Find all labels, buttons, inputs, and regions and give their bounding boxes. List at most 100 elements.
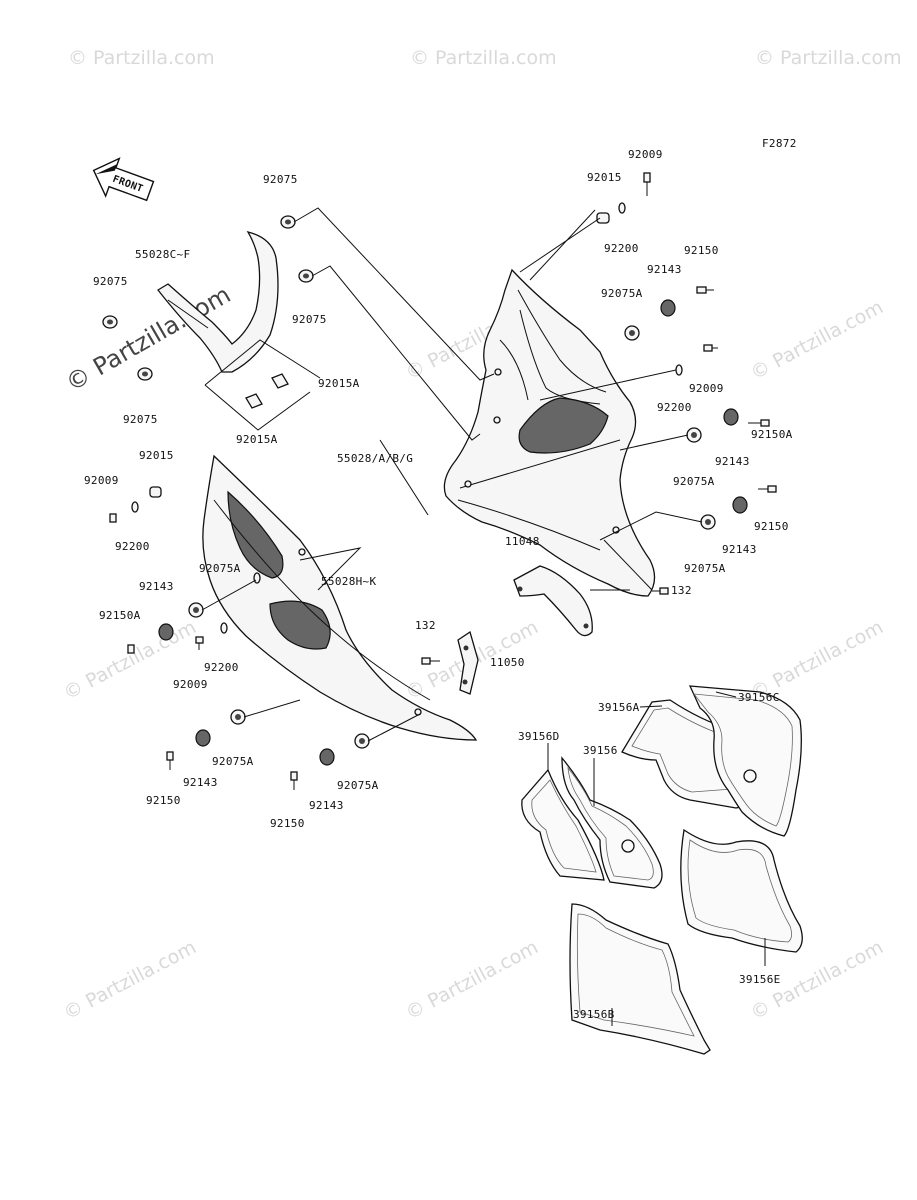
part-label: 92143 [309, 799, 344, 812]
screw-icon [166, 751, 174, 770]
part-label: 92075 [123, 413, 158, 426]
part-label: 92150 [684, 244, 719, 257]
bracket-11048 [513, 565, 593, 637]
screw-icon [758, 485, 777, 493]
washer-icon [131, 501, 139, 513]
nut-icon [195, 729, 211, 747]
part-label: 92143 [139, 580, 174, 593]
part-label: 92009 [173, 678, 208, 691]
part-label: 92143 [715, 455, 750, 468]
nut-icon [723, 408, 739, 426]
part-label: 132 [415, 619, 436, 632]
part-label: 92143 [722, 543, 757, 556]
watermark: © Partzilla.com [60, 616, 200, 704]
part-label: 92200 [657, 401, 692, 414]
part-label: 55028/A/B/G [337, 452, 413, 465]
figure-code: F2872 [762, 137, 797, 150]
lower-side-cover [202, 454, 478, 741]
front-arrow-icon: FRONT [92, 157, 155, 202]
nut-icon [319, 748, 335, 766]
nut-icon [732, 496, 748, 514]
part-label: 92075 [263, 173, 298, 186]
collar-icon [596, 212, 610, 224]
part-label: 132 [671, 584, 692, 597]
screw-icon [643, 172, 651, 196]
part-label: 11048 [505, 535, 540, 548]
nut-icon [660, 299, 676, 317]
inner-cover-upper [157, 230, 279, 373]
screw-icon [748, 419, 770, 427]
pad-39156E [680, 828, 803, 953]
part-label: 92200 [204, 661, 239, 674]
leader-lines [201, 207, 703, 742]
part-label: 92150A [99, 609, 141, 622]
part-label: 92015A [236, 433, 278, 446]
pad-39156 [561, 756, 663, 889]
washer-icon [618, 202, 626, 214]
part-label: 92075A [601, 287, 643, 300]
part-label: 92075 [93, 275, 128, 288]
main-fairing [443, 268, 656, 597]
part-label: 92009 [84, 474, 119, 487]
screw-icon [127, 644, 135, 654]
grommet-icon [137, 367, 153, 381]
grommet-icon [624, 325, 640, 341]
part-label: 39156C [738, 691, 780, 704]
part-label: 92075 [292, 313, 327, 326]
leader-line [715, 691, 737, 698]
grommet-icon [298, 269, 314, 283]
part-label: 55028H~K [321, 575, 376, 588]
part-label: 11050 [490, 656, 525, 669]
collar-icon [149, 486, 162, 498]
grommet-icon [188, 602, 204, 618]
part-label: 39156B [573, 1008, 615, 1021]
part-label: 92200 [604, 242, 639, 255]
part-label: 92143 [183, 776, 218, 789]
part-label: 92075A [673, 475, 715, 488]
grommet-icon [354, 733, 370, 749]
part-label: 92075A [212, 755, 254, 768]
part-labels: 92009 92015 92200 92150 92143 92075A 920… [84, 148, 793, 1021]
pad-39156C [688, 685, 802, 837]
watermark: © Partzilla.com [402, 936, 542, 1024]
screw-icon [109, 513, 117, 523]
watermark: © Partzilla.com [68, 47, 215, 69]
watermark: © Partzilla.com [755, 47, 902, 69]
clip-92015A-lower [245, 393, 263, 409]
part-label: 39156E [739, 973, 781, 986]
grommet-icon [102, 315, 118, 329]
pad-39156D [521, 768, 605, 881]
screw-icon [195, 636, 204, 650]
leader-line [639, 705, 663, 708]
watermark: © Partzilla.com [60, 936, 200, 1024]
part-label: 92075A [684, 562, 726, 575]
screw-icon [652, 587, 669, 595]
part-label: 39156D [518, 730, 560, 743]
part-label: 92150A [751, 428, 793, 441]
grommet-icon [686, 427, 702, 443]
watermark: © Partzilla.com [410, 47, 557, 69]
part-label: 92150 [146, 794, 181, 807]
screw-icon [290, 771, 298, 790]
part-label: 92150 [270, 817, 305, 830]
grommet-icon [280, 215, 296, 229]
bracket-11050 [457, 630, 479, 695]
part-label: 92075A [337, 779, 379, 792]
part-label: 92015 [139, 449, 174, 462]
screw-icon [703, 344, 718, 352]
pad-39156B [569, 903, 711, 1055]
screw-icon [696, 286, 714, 294]
washer-icon [220, 622, 228, 634]
part-label: 39156 [583, 744, 618, 757]
part-label: 92009 [628, 148, 663, 161]
part-label: 92143 [647, 263, 682, 276]
part-label: 92009 [689, 382, 724, 395]
nut-icon [158, 623, 174, 641]
washer-icon [675, 364, 683, 376]
part-label: 92150 [754, 520, 789, 533]
washer-icon [253, 572, 261, 584]
grommet-icon [700, 514, 716, 530]
part-label: 92075A [199, 562, 241, 575]
part-label: 92015A [318, 377, 360, 390]
